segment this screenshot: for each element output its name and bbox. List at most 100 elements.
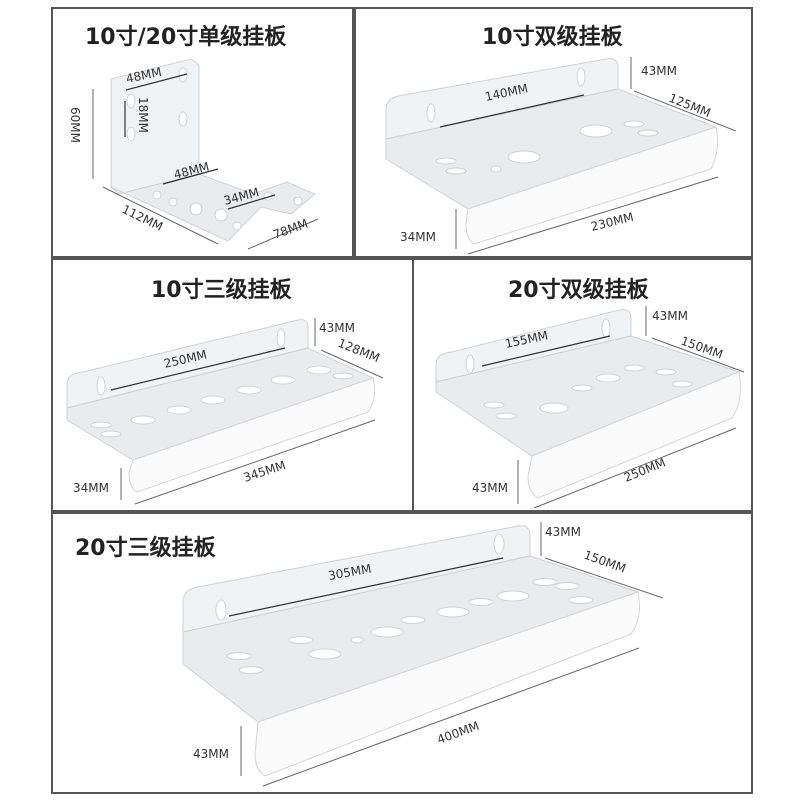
shelf-hole [435, 157, 457, 165]
shelf-hole [554, 582, 580, 590]
mount-hole [232, 221, 242, 231]
shelf-hole [507, 150, 541, 164]
shelf-hole [637, 129, 659, 137]
dim-label: 400MM [435, 719, 481, 747]
shelf-hole [350, 636, 364, 644]
dim-line [134, 419, 376, 505]
bracket-base-plate [110, 173, 316, 242]
panel-title: 10寸/20寸单级挂板 [85, 25, 287, 50]
mount-hole [293, 196, 303, 206]
shelf-hole [370, 626, 404, 638]
shelf-hole [496, 590, 530, 602]
panel-title: 10寸三级挂板 [151, 278, 292, 303]
bracket-back-flange [435, 309, 632, 383]
mount-hole [214, 208, 228, 222]
dim-line [633, 90, 737, 132]
shelf-hole [623, 364, 645, 372]
panel-10in-double-stage: 10寸双级挂板 140MM 43MM 125MM 230MM 34MM [354, 7, 753, 258]
shelf-hole [539, 402, 569, 414]
bracket-back-flange [182, 525, 531, 633]
shelf-hole [308, 648, 342, 660]
shelf-hole [671, 380, 693, 388]
keyhole-slot [493, 533, 505, 555]
dim-label: 34MM [400, 230, 436, 244]
panel-title: 20寸三级挂板 [75, 536, 216, 561]
bracket-front-lip [465, 126, 719, 245]
shelf-hole [436, 606, 470, 618]
bracket-front-lip [254, 591, 640, 777]
dim-arrow [125, 73, 188, 91]
panel-20in-triple-stage: 20寸三级挂板 305MM 43MM 150MM 400MM 43MM [51, 512, 753, 794]
shelf-hole [655, 368, 677, 376]
dim-label: 345MM [242, 458, 288, 485]
mount-hole [168, 197, 178, 207]
panel-single-stage: 10寸/20寸单级挂板 48MM 18MM 60MM 48MM 34MM 112… [51, 7, 354, 258]
dim-label: 230MM [589, 210, 635, 234]
shelf-hole [200, 395, 226, 405]
shelf-hole [568, 596, 594, 604]
shelf-hole [270, 375, 296, 385]
shelf-hole [332, 372, 354, 380]
shelf-hole [445, 167, 467, 175]
dim-label: 43MM [193, 747, 229, 761]
dim-label: 150MM [582, 548, 628, 576]
dim-label: 43MM [472, 481, 508, 495]
panel-20in-double-stage: 20寸双级挂板 155MM 43MM 150MM 250MM 43MM [412, 258, 753, 512]
dim-line [262, 647, 640, 787]
single-stage-bracket-drawing: 48MM 18MM 60MM 48MM 34MM 112MM 78MM [68, 58, 319, 250]
dim-arrow [227, 194, 276, 210]
dim-label: 78MM [271, 216, 310, 241]
dim-line [320, 349, 384, 379]
dim-label: 128MM [336, 336, 382, 365]
keyhole-slot [465, 354, 475, 374]
20in-triple-stage-bracket-drawing: 305MM 43MM 150MM 400MM 43MM [182, 522, 664, 787]
dim-label: 43MM [641, 64, 677, 78]
double-stage-bracket-drawing: 140MM 43MM 125MM 230MM 34MM [385, 57, 737, 255]
shelf-hole [468, 598, 494, 606]
shelf-hole [288, 636, 314, 644]
bracket-back-flange [385, 58, 619, 140]
dim-arrow [228, 557, 504, 617]
keyhole-slot [126, 126, 136, 142]
dim-label: 43MM [652, 309, 688, 323]
shelf-hole [400, 616, 426, 624]
shelf-hole [236, 385, 262, 395]
shelf-hole [238, 666, 264, 674]
panel-10in-triple-stage: 10寸三级挂板 250MM 43MM 128MM 345MM 34MM [51, 258, 414, 512]
dim-line [247, 218, 319, 250]
keyhole-slot [96, 376, 106, 396]
20in-double-stage-bracket-drawing: 155MM 43MM 150MM 250MM 43MM [435, 306, 745, 509]
shelf-hole [166, 405, 192, 415]
bracket-front-lip [128, 377, 376, 493]
dim-arrow [110, 347, 286, 391]
dim-arrow [481, 335, 611, 367]
mount-hole [152, 190, 162, 200]
panel-title: 20寸双级挂板 [508, 278, 649, 303]
dim-line [544, 557, 664, 599]
shelf-hole [532, 578, 558, 586]
dim-label: 43MM [319, 321, 355, 335]
keyhole-slot [276, 328, 286, 348]
dim-line [651, 337, 745, 373]
shelf-hole [226, 652, 252, 660]
dim-line [533, 427, 737, 509]
dim-line [467, 176, 719, 255]
shelf-hole [490, 165, 502, 173]
bracket-front-lip [527, 371, 741, 499]
keyhole-slot [178, 111, 188, 127]
shelf-hole [623, 120, 645, 128]
panel-title: 10寸双级挂板 [482, 25, 623, 50]
shelf-hole [90, 421, 112, 429]
dim-label: 60MM [68, 107, 82, 143]
shelf-hole [130, 415, 156, 425]
keyhole-slot [215, 599, 227, 621]
keyhole-slot [126, 93, 136, 109]
dim-arrow [162, 168, 219, 185]
shelf-hole [483, 401, 505, 409]
shelf-hole [579, 124, 613, 138]
keyhole-slot [601, 318, 611, 338]
dim-arrow [439, 94, 585, 128]
keyhole-slot [576, 67, 586, 87]
shelf-hole [571, 384, 593, 392]
dim-line [102, 186, 219, 245]
